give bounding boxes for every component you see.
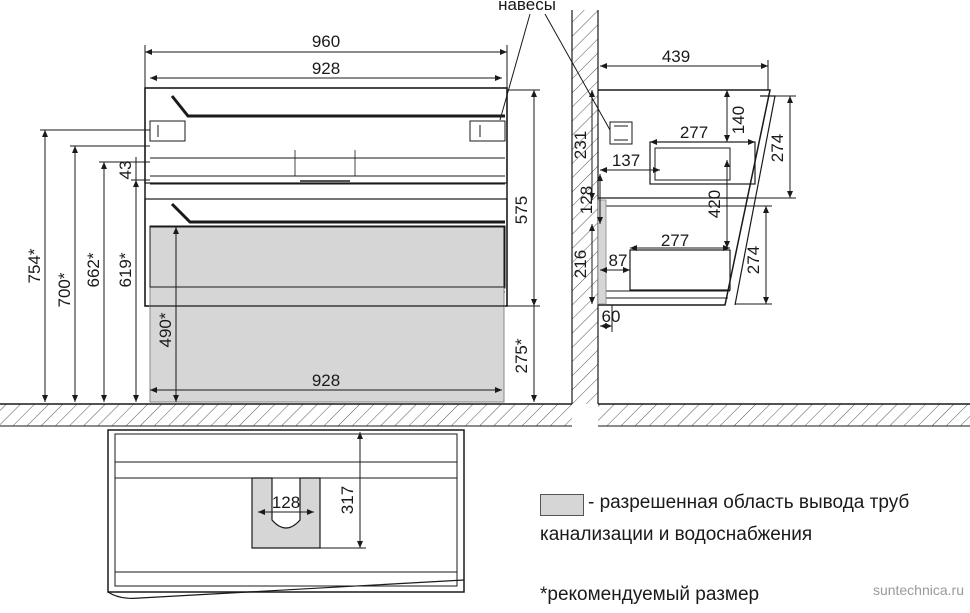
plan-dimensions	[258, 432, 366, 549]
allowed-pipe-area-side	[597, 199, 607, 305]
dim-928-top: 928	[312, 59, 340, 78]
front-dimensions	[40, 13, 611, 402]
dim-662: 662*	[84, 252, 103, 287]
plan-view-cabinet	[107, 429, 465, 599]
dim-439: 439	[662, 47, 690, 66]
dim-plan-128: 128	[272, 493, 300, 512]
allowed-pipe-area-plan	[251, 477, 321, 549]
dim-140: 140	[729, 106, 748, 134]
watermark: suntechnica.ru	[872, 582, 964, 598]
dim-420: 420	[705, 190, 724, 218]
side-view-cabinet	[598, 89, 776, 306]
dim-277-bottom: 277	[661, 231, 689, 250]
dim-960: 960	[312, 32, 340, 51]
dim-43: 43	[116, 161, 135, 180]
dim-575: 575	[512, 196, 531, 224]
wall	[571, 10, 599, 404]
dim-754: 754*	[25, 248, 44, 283]
dim-274-bottom: 274	[744, 246, 763, 274]
dim-928-bottom: 928	[312, 371, 340, 390]
dim-700: 700*	[55, 272, 74, 307]
side-dimensions	[589, 60, 796, 332]
legend-allowed-area: - разрешенная область вывода труб	[588, 492, 910, 513]
legend-allowed-area-line2: канализации и водоснабжения	[540, 524, 813, 545]
floor	[0, 403, 970, 427]
dim-216: 216	[571, 250, 590, 278]
dim-128-side: 128	[577, 186, 596, 214]
dim-619: 619*	[116, 252, 135, 287]
dim-87: 87	[609, 251, 628, 270]
dim-plan-317: 317	[338, 486, 357, 514]
dim-137: 137	[612, 151, 640, 170]
label-hinges: навесы	[498, 0, 556, 14]
dim-274-top: 274	[768, 134, 787, 162]
dim-490: 490*	[156, 312, 175, 347]
dim-277-top: 277	[680, 123, 708, 142]
dim-60: 60	[602, 307, 621, 326]
dim-275: 275*	[512, 338, 531, 373]
allowed-pipe-area-front	[149, 226, 505, 403]
legend-swatch	[540, 494, 584, 516]
legend-recommended: *рекомендуемый размер	[540, 584, 760, 605]
dim-231: 231	[571, 131, 590, 159]
